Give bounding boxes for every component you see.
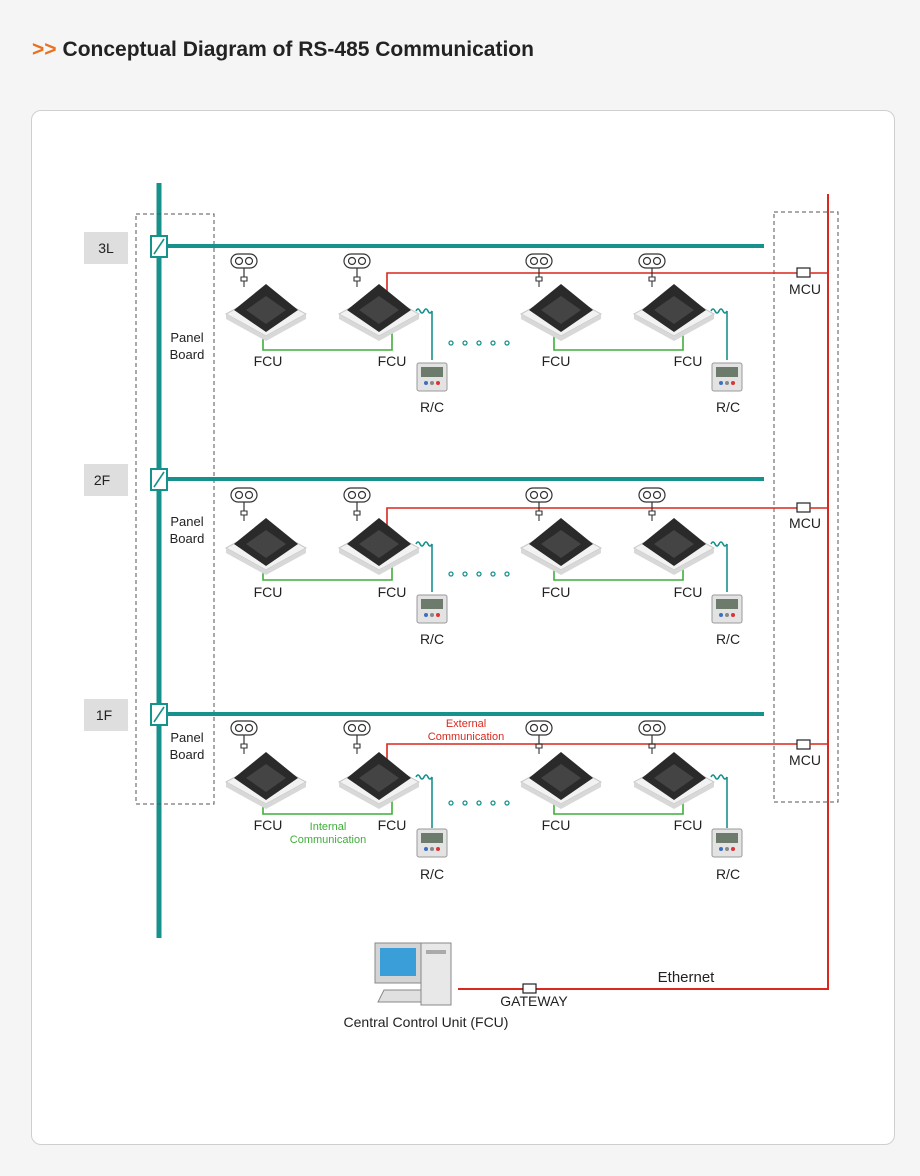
floor-tag bbox=[84, 699, 128, 731]
rc-label: R/C bbox=[420, 399, 444, 415]
sensor-icon bbox=[230, 720, 258, 755]
sensor-icon bbox=[638, 253, 666, 288]
sensor-icon bbox=[343, 253, 371, 288]
title-text: Conceptual Diagram of RS-485 Communicati… bbox=[62, 38, 534, 61]
gateway-label: GATEWAY bbox=[500, 993, 568, 1009]
sensor-icon bbox=[525, 720, 553, 755]
fcu-unit-icon bbox=[633, 751, 715, 810]
ethernet-label: Ethernet bbox=[658, 969, 716, 986]
fcu-label: FCU bbox=[542, 584, 571, 600]
external-comm-line bbox=[386, 743, 797, 760]
fcu-unit-icon bbox=[225, 283, 307, 342]
internal-comm-line bbox=[262, 333, 393, 351]
rc-label: R/C bbox=[420, 631, 444, 647]
remote-controller-icon bbox=[416, 828, 448, 858]
floor-tag bbox=[84, 232, 128, 264]
ethernet-line bbox=[458, 194, 829, 990]
central-control-unit: GATEWAY Ethernet Central Control Unit (F… bbox=[344, 942, 716, 1030]
floor-name: 1F bbox=[96, 707, 112, 723]
sensor-icon bbox=[343, 487, 371, 522]
diagram-panel bbox=[31, 110, 895, 1145]
fcu-unit-icon bbox=[520, 283, 602, 342]
computer-icon bbox=[374, 942, 452, 1006]
mcu-icon bbox=[796, 739, 811, 750]
gateway-icon bbox=[522, 983, 537, 994]
mcu-label: MCU bbox=[789, 515, 821, 531]
fcu-label: FCU bbox=[674, 817, 703, 833]
sensor-icon bbox=[525, 253, 553, 288]
mcu-label: MCU bbox=[789, 752, 821, 768]
fcu-unit-icon bbox=[520, 751, 602, 810]
sensor-icon bbox=[525, 487, 553, 522]
fcu-label: FCU bbox=[378, 353, 407, 369]
floor-name: 3L bbox=[98, 240, 114, 256]
fcu-unit-icon bbox=[633, 517, 715, 576]
fcu-unit-icon bbox=[338, 751, 420, 810]
fcu-label: FCU bbox=[674, 584, 703, 600]
fcu-label: FCU bbox=[378, 584, 407, 600]
mcu-box bbox=[773, 211, 839, 803]
fcu-label: FCU bbox=[254, 353, 283, 369]
rc-label: R/C bbox=[716, 866, 740, 882]
mcu-icon bbox=[796, 267, 811, 278]
fcu-unit-icon bbox=[225, 751, 307, 810]
fcu-unit-icon bbox=[633, 283, 715, 342]
mcu-label: MCU bbox=[789, 281, 821, 297]
external-comm-line bbox=[386, 507, 797, 528]
remote-controller-icon bbox=[711, 362, 743, 392]
fcu-label: FCU bbox=[542, 817, 571, 833]
fcu-unit-icon bbox=[338, 283, 420, 342]
fcu-label: FCU bbox=[254, 817, 283, 833]
page-title: >>Conceptual Diagram of RS-485 Communica… bbox=[32, 38, 534, 62]
remote-controller-icon bbox=[416, 362, 448, 392]
sensor-icon bbox=[638, 487, 666, 522]
rc-label: R/C bbox=[716, 399, 740, 415]
ellipsis-dots bbox=[448, 571, 510, 577]
panel-board-box bbox=[135, 213, 215, 805]
fcu-unit-icon bbox=[520, 517, 602, 576]
sensor-icon bbox=[230, 253, 258, 288]
floor-tag bbox=[84, 464, 128, 496]
mcu-icon bbox=[796, 502, 811, 513]
rc-label: R/C bbox=[420, 866, 444, 882]
sensor-icon bbox=[230, 487, 258, 522]
fcu-label: FCU bbox=[674, 353, 703, 369]
remote-controller-icon bbox=[416, 594, 448, 624]
fcu-unit-icon bbox=[225, 517, 307, 576]
ellipsis-dots bbox=[448, 800, 510, 806]
remote-controller-icon bbox=[711, 828, 743, 858]
central-unit-label: Central Control Unit (FCU) bbox=[344, 1014, 509, 1030]
remote-controller-icon bbox=[711, 594, 743, 624]
internal-comm-line bbox=[553, 566, 684, 581]
sensor-icon bbox=[638, 720, 666, 755]
fcu-label: FCU bbox=[542, 353, 571, 369]
rc-label: R/C bbox=[716, 631, 740, 647]
sensor-icon bbox=[343, 720, 371, 755]
title-prefix: >> bbox=[32, 38, 57, 61]
fcu-label: FCU bbox=[254, 584, 283, 600]
external-comm-line bbox=[386, 272, 797, 294]
fcu-label: FCU bbox=[378, 817, 407, 833]
fcu-unit-icon bbox=[338, 517, 420, 576]
internal-comm-line bbox=[553, 333, 684, 351]
ellipsis-dots bbox=[448, 340, 510, 346]
internal-comm-line bbox=[553, 800, 684, 815]
floor-name: 2F bbox=[94, 472, 110, 488]
